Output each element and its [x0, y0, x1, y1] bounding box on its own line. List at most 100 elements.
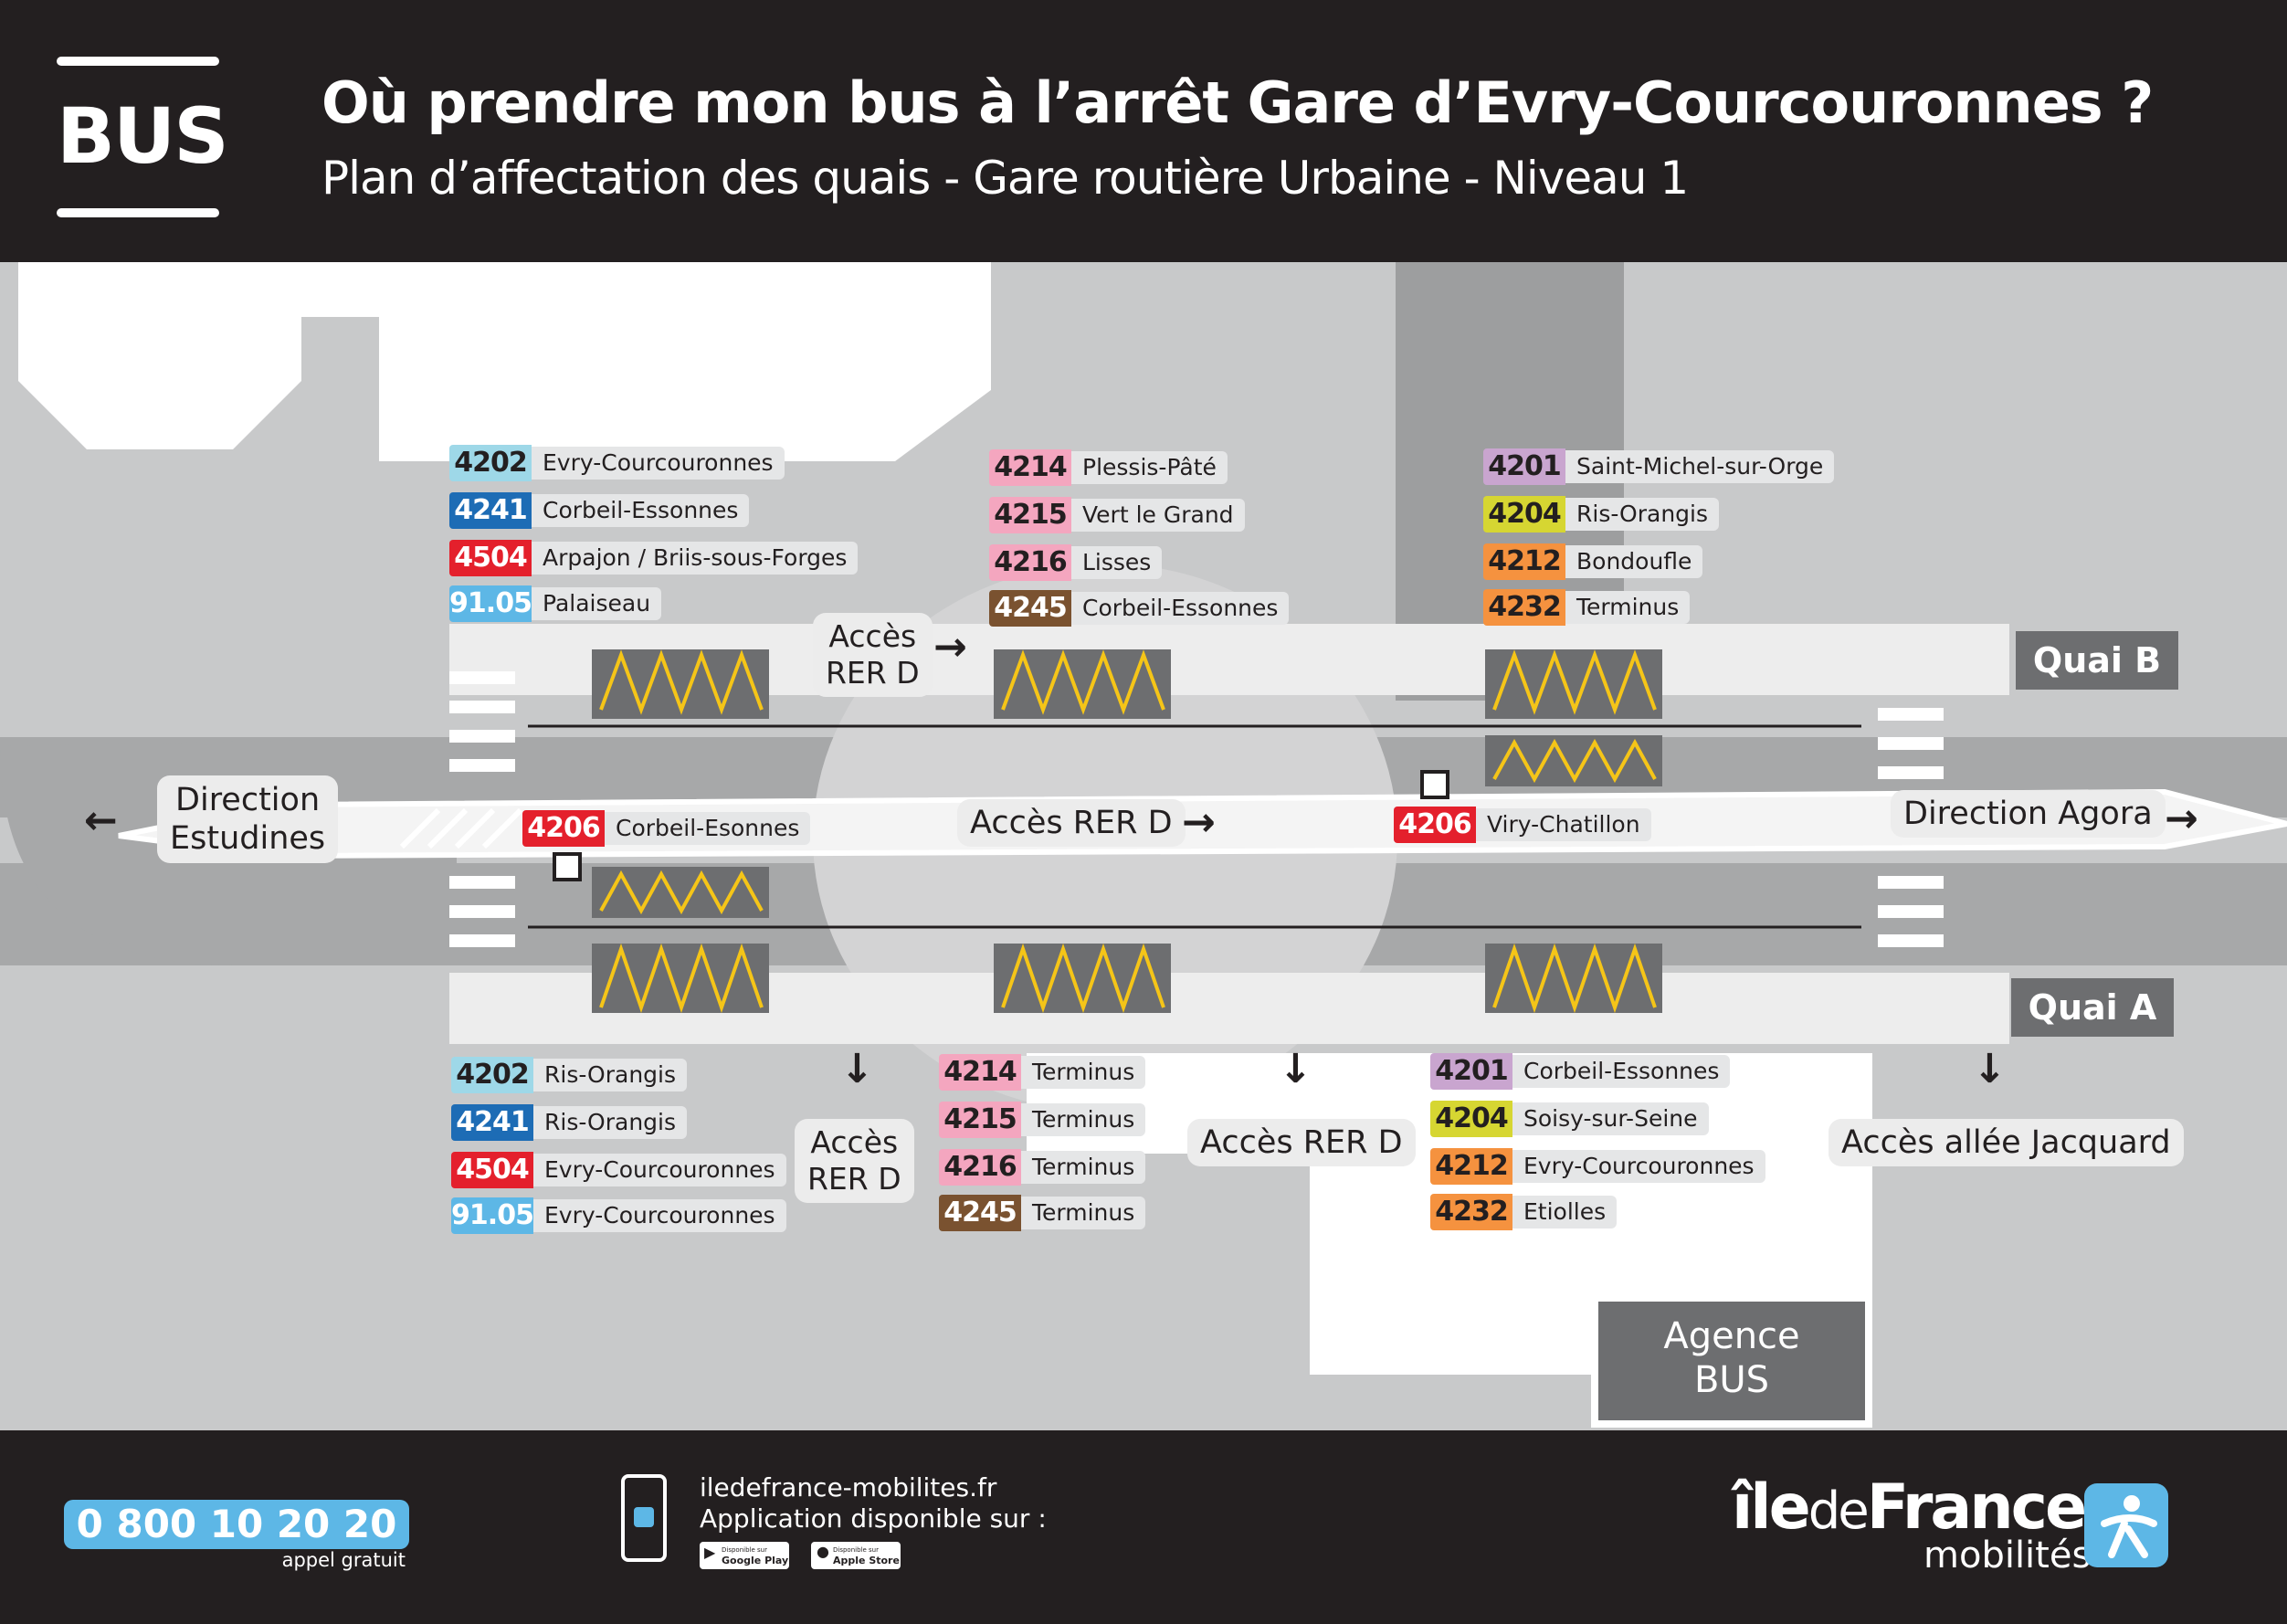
line-destination: Evry-Courcouronnes	[532, 447, 785, 480]
line-number: 4204	[1430, 1101, 1512, 1137]
arrow-down-icon: ↓	[840, 1046, 874, 1092]
line-number: 91.05	[449, 585, 532, 622]
arrow-right-icon: →	[1182, 799, 1216, 846]
line-destination: Corbeil-Essonnes	[532, 494, 750, 527]
line-destination: Corbeil-Esonnes	[605, 812, 811, 845]
line-destination: Terminus	[1021, 1103, 1146, 1136]
line-number: 4216	[939, 1149, 1021, 1186]
line-number: 4202	[451, 1057, 533, 1093]
line-number: 4215	[989, 497, 1071, 533]
line-destination: Terminus	[1021, 1056, 1146, 1089]
acces-rer-bottom-mid-label: Accès RER D	[1187, 1119, 1416, 1166]
acces-rer-bottom-left-label: Accès RER D	[795, 1119, 914, 1203]
line-number: 4241	[451, 1104, 533, 1141]
line-number: 4245	[939, 1195, 1021, 1231]
phone-note: appel gratuit	[281, 1549, 406, 1571]
acces-rer-top-label: Accès RER D	[813, 613, 933, 697]
google-play-label: Google Play	[722, 1555, 789, 1566]
apple-store-badge[interactable]: ● Disponible sur Apple Store	[811, 1542, 901, 1569]
line-number: 4201	[1430, 1053, 1512, 1090]
quai-b-label: Quai B	[2016, 631, 2178, 690]
line-number: 4216	[989, 544, 1071, 581]
line-destination: Bondoufle	[1565, 545, 1703, 578]
phone-icon	[621, 1474, 667, 1562]
brand-de: de	[1807, 1482, 1870, 1541]
arrow-down-icon: ↓	[1973, 1046, 2007, 1092]
line-number: 4504	[449, 540, 532, 576]
line-destination: Terminus	[1021, 1151, 1146, 1184]
line-number: 4214	[989, 449, 1071, 486]
apple-store-small: Disponible sur	[833, 1546, 879, 1554]
website-link[interactable]: iledefrance-mobilites.fr	[700, 1472, 997, 1503]
line-number: 4201	[1483, 448, 1565, 485]
line-number: 4212	[1430, 1148, 1512, 1185]
bus-logo: BUS	[57, 91, 229, 181]
brand-mobilites: mobilités	[1923, 1534, 2092, 1577]
line-number: 4245	[989, 590, 1071, 627]
brand-france: France	[1866, 1471, 2087, 1544]
line-number: 4202	[449, 445, 532, 481]
google-play-icon: ▶	[704, 1544, 716, 1561]
line-destination: Corbeil-Essonnes	[1512, 1055, 1731, 1088]
line-number: 4206	[522, 810, 605, 847]
line-number: 4206	[1394, 807, 1476, 843]
acces-rer-center-label: Accès RER D	[957, 799, 1186, 847]
direction-estudines-label: Direction Estudines	[157, 775, 339, 863]
acces-jacquard-label: Accès allée Jacquard	[1829, 1119, 2184, 1166]
line-number: 4241	[449, 492, 532, 529]
line-destination: Evry-Courcouronnes	[533, 1199, 786, 1232]
arrow-left-icon: ←	[84, 797, 118, 844]
page-title: Où prendre mon bus à l’arrêt Gare d’Evry…	[321, 69, 2154, 136]
line-destination: Ris-Orangis	[533, 1106, 688, 1139]
phone-number[interactable]: 0 800 10 20 20	[64, 1500, 409, 1549]
line-destination: Ris-Orangis	[533, 1059, 688, 1091]
line-destination: Plessis-Pâté	[1071, 451, 1228, 484]
page-subtitle: Plan d’affectation des quais - Gare rout…	[321, 152, 1689, 205]
line-destination: Evry-Courcouronnes	[533, 1154, 786, 1186]
line-destination: Evry-Courcouronnes	[1512, 1150, 1765, 1183]
arrow-down-icon: ↓	[1279, 1046, 1312, 1092]
line-destination: Soisy-sur-Seine	[1512, 1102, 1709, 1135]
line-destination: Palaiseau	[532, 587, 662, 620]
line-number: 4215	[939, 1102, 1021, 1138]
line-destination: Vert le Grand	[1071, 499, 1245, 532]
idf-mobilites-logo-icon	[2084, 1483, 2168, 1567]
line-destination: Saint-Michel-sur-Orge	[1565, 450, 1835, 483]
app-icon	[634, 1507, 654, 1527]
google-play-badge[interactable]: ▶ Disponible sur Google Play	[700, 1542, 789, 1569]
apple-store-label: Apple Store	[833, 1555, 900, 1566]
line-number: 4232	[1483, 589, 1565, 626]
agence-bus-label: Agence BUS	[1598, 1302, 1865, 1420]
line-destination: Terminus	[1021, 1197, 1146, 1229]
brand-ile: île	[1732, 1471, 1811, 1544]
apple-icon: ●	[817, 1543, 829, 1560]
footer: 0 800 10 20 20 appel gratuit iledefrance…	[0, 1430, 2287, 1624]
google-play-small: Disponible sur	[722, 1546, 767, 1554]
line-destination: Arpajon / Briis-sous-Forges	[532, 542, 859, 575]
logo-bottom-line	[57, 208, 219, 217]
line-destination: Ris-Orangis	[1565, 498, 1720, 531]
line-number: 4214	[939, 1054, 1021, 1091]
